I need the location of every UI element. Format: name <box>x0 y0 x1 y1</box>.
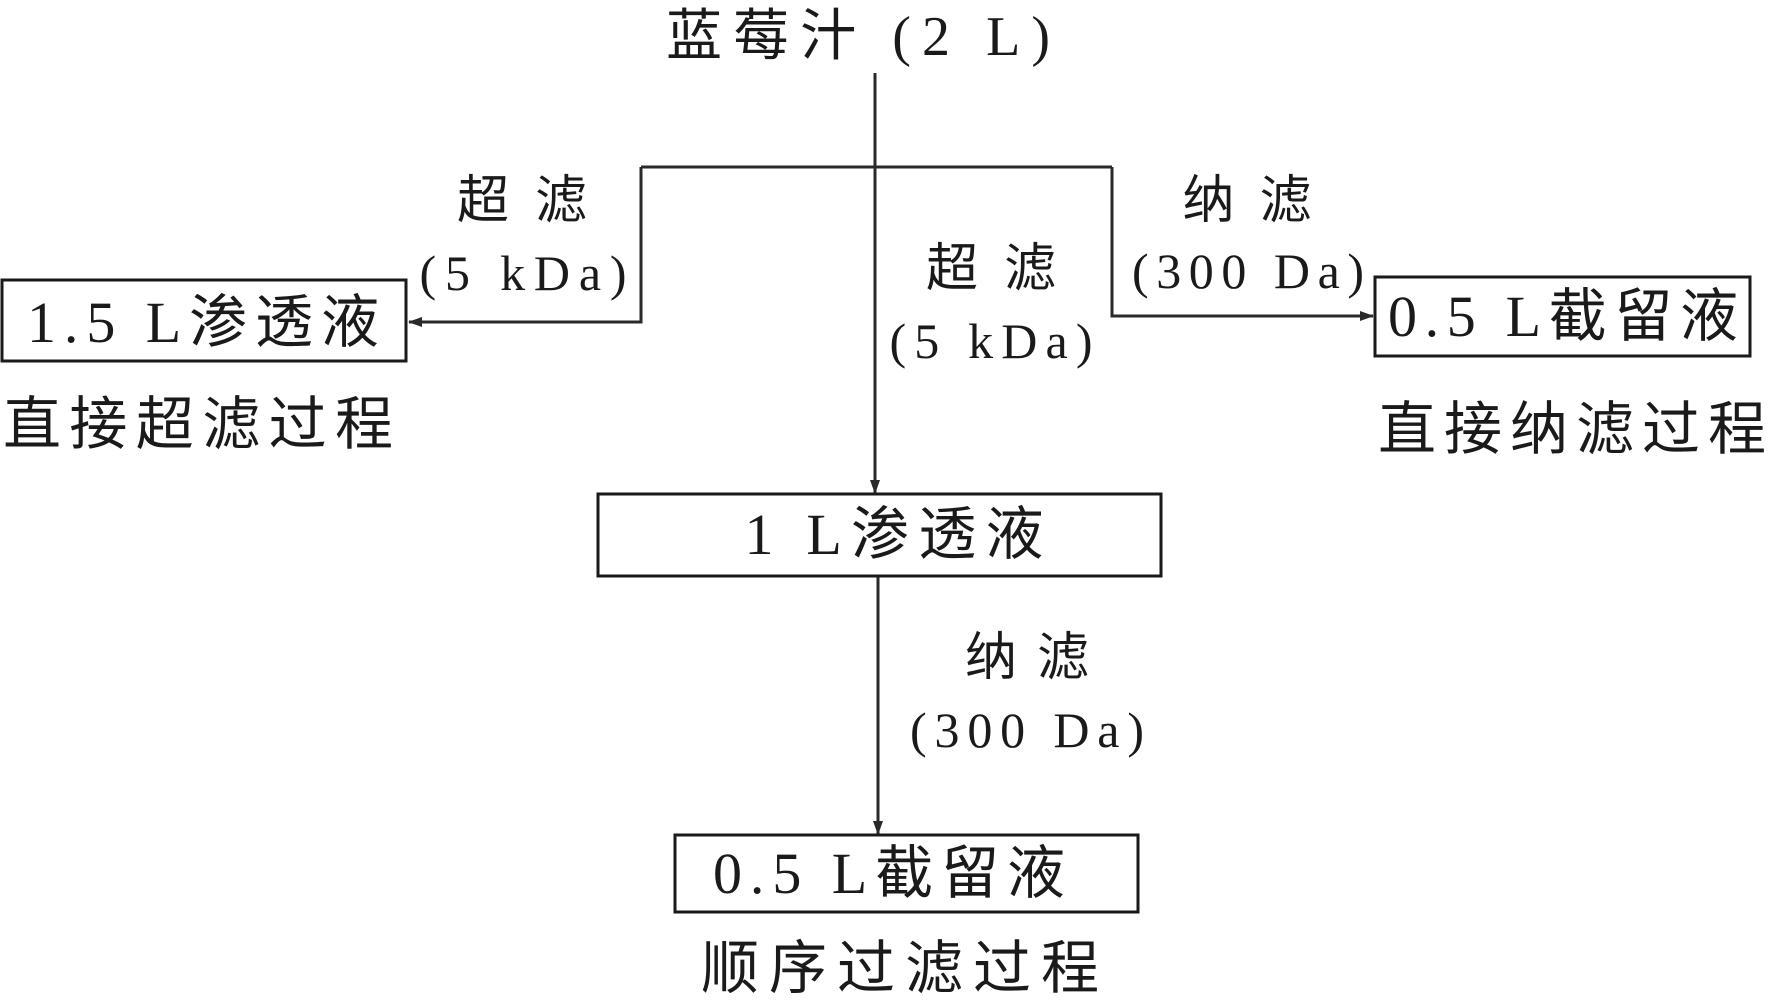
bottom-process-label: 顺序过滤过程 <box>701 936 1099 1001</box>
right-filter-name: 纳滤 <box>1183 173 1312 230</box>
intermediate-box: 1 L渗透液 <box>596 492 1163 578</box>
left-product-box: 1.5 L渗透液 <box>0 278 408 363</box>
right-process-label: 直接纳滤过程 <box>1378 397 1766 462</box>
bottom-product-box-border <box>673 833 1140 914</box>
right-branch-arrow <box>1110 167 1374 321</box>
middle-step2-cutoff: (300 Da) <box>910 702 1144 758</box>
intermediate-label: 1 L渗透液 <box>745 502 1044 567</box>
right-product-box: 0.5 L截留液 <box>1373 275 1752 358</box>
left-filter-cutoff: (5 kDa) <box>420 245 627 301</box>
left-filter-name: 超滤 <box>457 173 587 230</box>
middle-step2-filter-name: 纳滤 <box>965 630 1089 687</box>
left-process-label: 直接超滤过程 <box>3 392 393 457</box>
source-label: 蓝莓汁 (2 L) <box>666 6 1050 68</box>
bottom-product-label: 0.5 L截留液 <box>713 841 1065 906</box>
right-product-label: 0.5 L截留液 <box>1388 284 1738 349</box>
left-product-label: 1.5 L渗透液 <box>27 290 379 355</box>
left-branch-arrow <box>408 167 643 327</box>
right-filter-cutoff: (300 Da) <box>1132 243 1364 299</box>
left-product-box-border <box>0 278 408 363</box>
intermediate-box-border <box>596 492 1163 578</box>
bottom-product-box: 0.5 L截留液 <box>673 833 1140 914</box>
right-product-box-border <box>1373 275 1752 358</box>
middle-step1-cutoff: (5 kDa) <box>890 313 1093 369</box>
middle-step1-filter-name: 超滤 <box>926 241 1056 298</box>
